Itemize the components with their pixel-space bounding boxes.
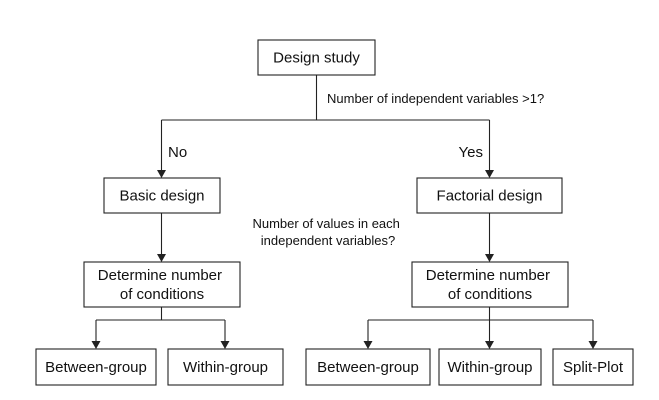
node-right-within: Within-group <box>447 359 532 376</box>
node-basic-design-box <box>103 177 221 214</box>
node-left-determine: Determine number of conditions <box>98 267 226 303</box>
node-right-split: Split-Plot <box>563 359 624 376</box>
node-left-determine-line-1: Determine number <box>98 267 222 284</box>
node-left-determine-box <box>83 261 241 308</box>
node-design-study: Design study <box>273 50 360 67</box>
node-basic-design: Basic design <box>119 188 204 205</box>
node-right-between-box <box>305 348 431 386</box>
arrowhead-yes <box>485 170 494 178</box>
question-values-per-variable: Number of values in each independent var… <box>252 216 403 248</box>
node-right-determine-line-1: Determine number <box>426 267 550 284</box>
question-values-line-1: Number of values in each <box>252 216 399 231</box>
node-right-between: Between-group <box>317 359 419 376</box>
node-left-within: Within-group <box>183 359 268 376</box>
node-left-between-box <box>35 348 157 386</box>
branch-label-yes: Yes <box>459 144 483 161</box>
node-right-determine: Determine number of conditions <box>426 267 554 303</box>
arrowhead-factorial-determine <box>485 254 494 262</box>
arrowhead-no <box>157 170 166 178</box>
node-left-determine-line-2: of conditions <box>120 286 204 303</box>
question-independent-variables: Number of independent variables >1? <box>327 91 544 106</box>
arrowhead-basic-determine <box>157 254 166 262</box>
node-design-study-box <box>257 39 376 76</box>
node-factorial-design: Factorial design <box>437 188 543 205</box>
arrowhead-left-between <box>91 341 101 349</box>
node-right-within-box <box>438 348 542 386</box>
arrowhead-right-split <box>588 341 598 349</box>
node-left-within-box <box>167 348 284 386</box>
arrowhead-right-within <box>485 341 494 349</box>
arrowhead-right-between <box>363 341 373 349</box>
node-left-between: Between-group <box>45 359 147 376</box>
node-right-split-box <box>552 348 634 386</box>
arrowhead-left-within <box>220 341 230 349</box>
question-values-line-2: independent variables? <box>261 233 395 248</box>
node-right-determine-line-2: of conditions <box>448 286 532 303</box>
branch-label-no: No <box>168 144 187 161</box>
